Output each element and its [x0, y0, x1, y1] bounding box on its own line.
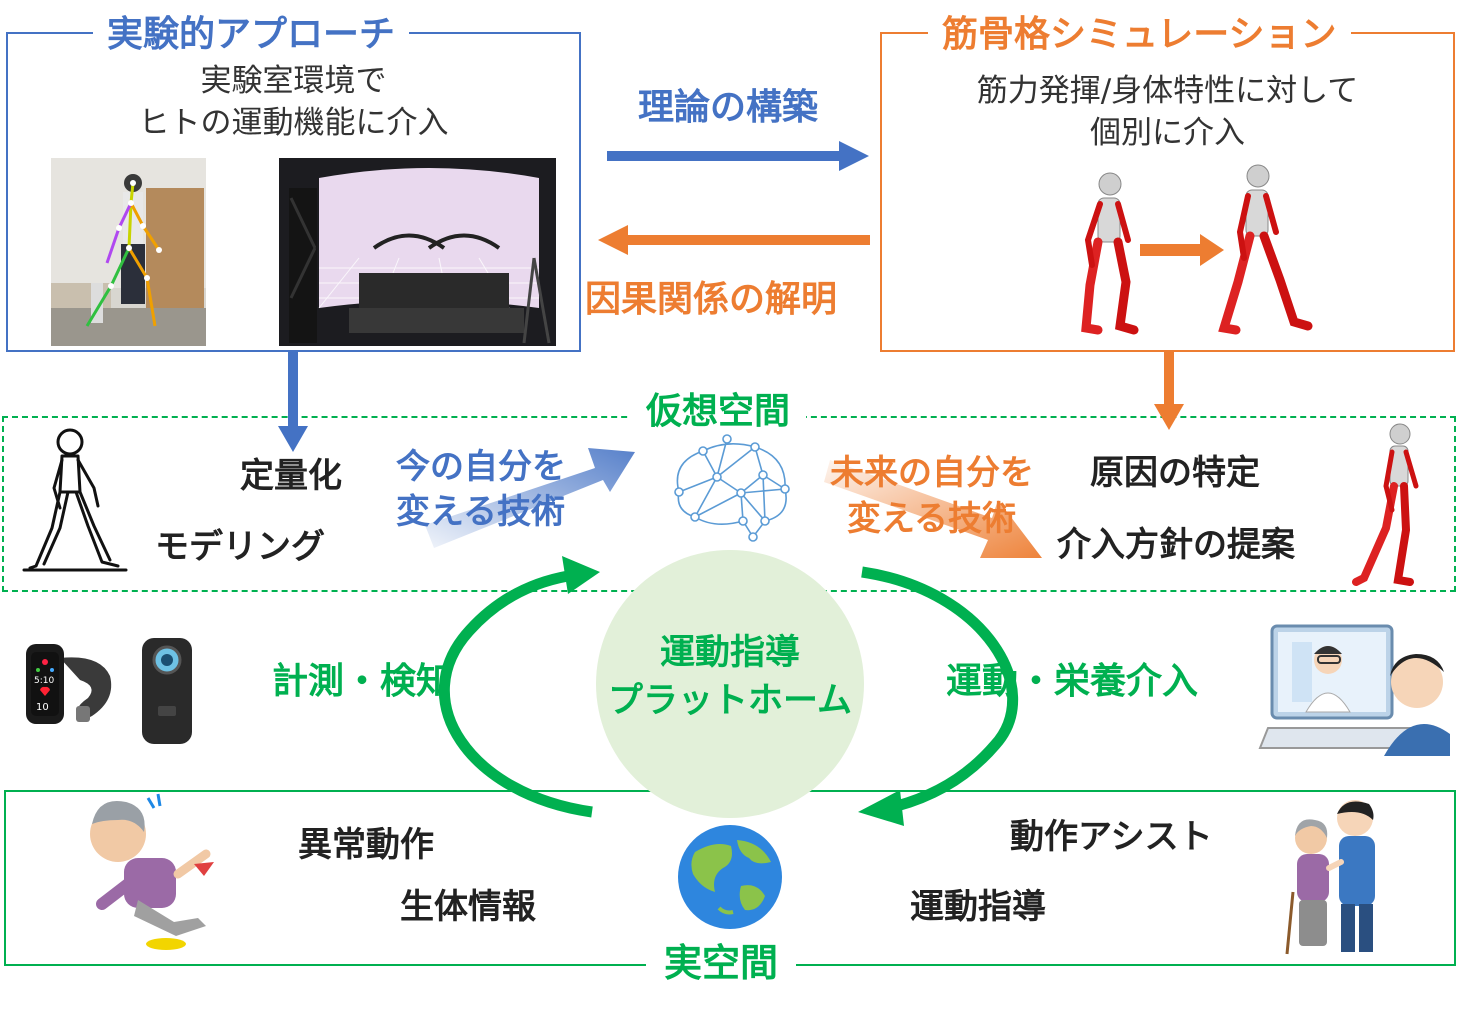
- platform-line1: 運動指導: [659, 633, 800, 673]
- caregiver-elder-icon: [1285, 800, 1375, 955]
- causality-arrow: [598, 225, 870, 255]
- bioinfo-label: 生体情報: [400, 887, 536, 927]
- svg-text:5:10: 5:10: [34, 676, 54, 686]
- simulation-title: 筋骨格シミュレーション: [928, 17, 1351, 53]
- modeling-label: モデリング: [155, 527, 325, 567]
- orange-down-arrow: [1154, 350, 1184, 430]
- experimental-title: 実験的アプローチ: [93, 17, 410, 53]
- action-camera-icon: [142, 638, 192, 744]
- experimental-line1: 実験室環境で: [200, 63, 387, 99]
- quantify-label: 定量化: [240, 456, 342, 496]
- guidance-label: 運動指導: [910, 887, 1046, 927]
- falling-elder-icon: [90, 793, 214, 950]
- simulation-line2: 個別に介入: [1090, 115, 1245, 151]
- assist-label: 動作アシスト: [1010, 817, 1213, 857]
- smartwatch-icon: 5:10 10: [26, 644, 112, 724]
- cause-label: 原因の特定: [1090, 453, 1260, 493]
- proposal-label: 介入方針の提案: [1057, 525, 1295, 565]
- causality-label: 因果関係の解明: [585, 279, 838, 320]
- doctor-video-call-icon: [1258, 624, 1450, 756]
- future-self-arrow: [824, 460, 1042, 558]
- skeleton-icon-before: [1081, 172, 1139, 335]
- vr-treadmill-photo: [279, 158, 556, 346]
- virtual-space-title: 仮想空間: [630, 394, 807, 430]
- simulation-progress-arrow: [1140, 234, 1224, 266]
- theory-label: 理論の構築: [638, 87, 819, 128]
- globe-icon: [678, 825, 782, 929]
- future-self-line1: 未来の自分を: [830, 453, 1034, 493]
- abnormal-label: 異常動作: [298, 825, 434, 865]
- simulation-line1: 筋力発揮/身体特性に対して: [976, 73, 1359, 109]
- theory-arrow: [607, 141, 869, 171]
- skeleton-icon: [1352, 423, 1419, 586]
- measure-label: 計測・検知: [272, 661, 453, 702]
- future-self-line2: 変える技術: [847, 499, 1016, 539]
- blue-down-arrow: [278, 350, 308, 452]
- brain-network-icon: [674, 434, 790, 542]
- skeleton-icon-after: [1218, 164, 1313, 335]
- present-self-arrow: [425, 448, 635, 548]
- svg-text:10: 10: [36, 702, 49, 713]
- platform-circle: [596, 550, 864, 818]
- experimental-line2: ヒトの運動機能に介入: [138, 105, 449, 141]
- present-self-line2: 変える技術: [396, 492, 565, 532]
- walking-pose-photo: [51, 158, 206, 346]
- platform-line2: プラットホーム: [608, 681, 852, 721]
- real-space-title: 実空間: [646, 944, 797, 982]
- present-self-line1: 今の自分を: [396, 447, 566, 487]
- intervention-label: 運動・栄養介入: [946, 661, 1199, 702]
- stick-figure-icon: [22, 428, 128, 572]
